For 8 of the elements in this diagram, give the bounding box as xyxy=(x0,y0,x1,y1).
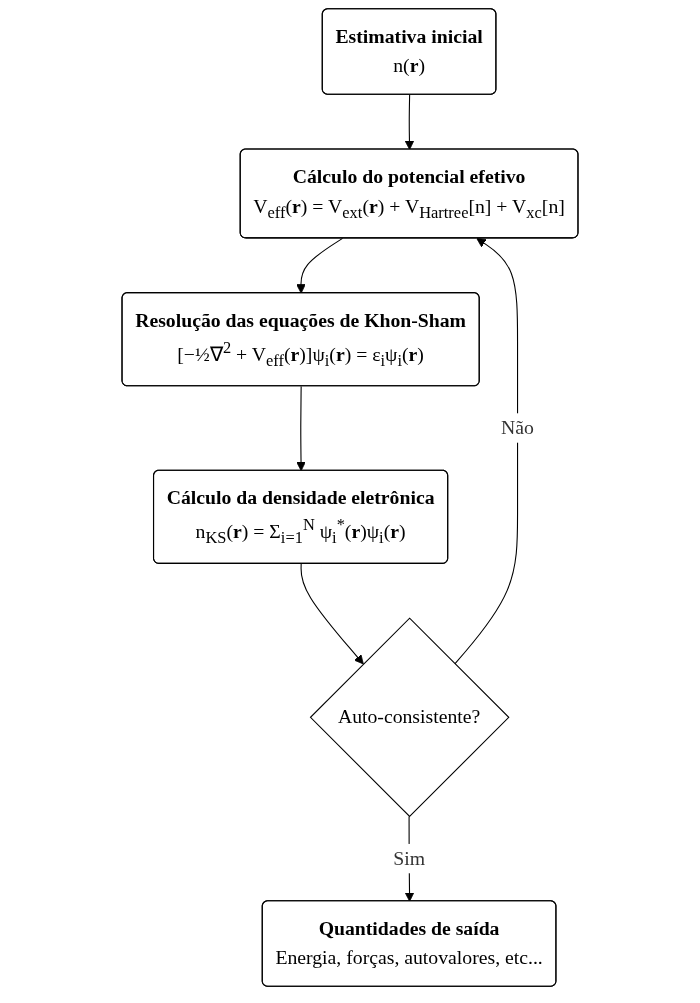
arrow xyxy=(300,563,364,665)
edge-label: Sim xyxy=(393,847,425,870)
edge-label: Não xyxy=(501,416,534,439)
arrow xyxy=(296,237,344,294)
arrow xyxy=(296,385,306,472)
arrow xyxy=(454,237,519,665)
arrow xyxy=(404,94,415,150)
node-diamond: Auto-consistente? xyxy=(309,617,510,818)
